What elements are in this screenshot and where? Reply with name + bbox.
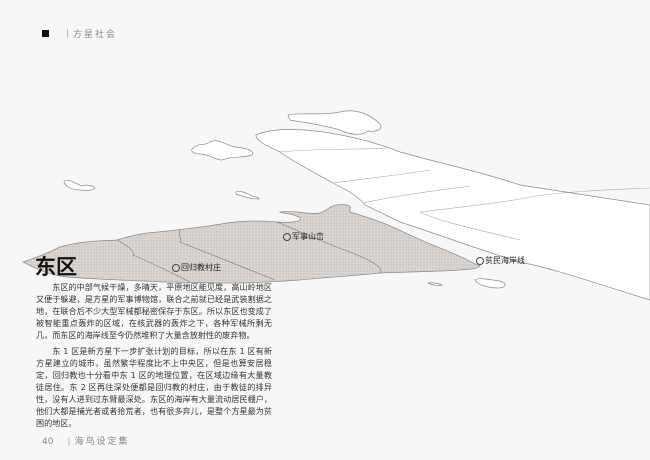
article-title: 东区 bbox=[35, 255, 77, 279]
page-number: 40 bbox=[42, 437, 54, 447]
page-footer: 40 | 海鸟设定集 bbox=[42, 437, 130, 448]
island-west bbox=[63, 179, 96, 191]
paragraph: 东 1 区是新方星下一步扩张计划的目标，所以在东 1 区有新方星建立的城市，虽然… bbox=[36, 346, 272, 428]
header-section: 方星社会 bbox=[73, 30, 118, 40]
location-circle-icon bbox=[476, 257, 484, 265]
location-circle-icon bbox=[283, 233, 291, 241]
paragraph: 东区的中部气候干燥，多晴天，平原地区能见度，高山岭地区又便于躲避，是方星的军事博… bbox=[36, 282, 272, 340]
map-label-military-mountains: 军事山峦 bbox=[283, 232, 324, 242]
location-circle-icon bbox=[172, 264, 180, 272]
header-square-mark bbox=[42, 30, 49, 37]
east-region-shaded bbox=[22, 204, 481, 284]
land-mainland-east bbox=[255, 129, 650, 301]
running-header: | 方星社会 bbox=[42, 27, 117, 40]
island-north bbox=[287, 110, 382, 135]
island-middle bbox=[191, 140, 253, 161]
article-body: 东区的中部气候干燥，多晴天，平原地区能见度，高山岭地区又便于躲避，是方星的军事博… bbox=[36, 281, 272, 433]
islet bbox=[235, 191, 260, 200]
book-title: 海鸟设定集 bbox=[74, 437, 130, 447]
header-divider: | bbox=[66, 28, 72, 39]
map-label-returnist-village: 回归教村庄 bbox=[172, 263, 221, 273]
map-label-slum-coastline: 贫民海岸线 bbox=[476, 256, 525, 266]
footer-divider: | bbox=[67, 437, 73, 447]
islet bbox=[474, 278, 506, 289]
islet bbox=[426, 282, 444, 286]
